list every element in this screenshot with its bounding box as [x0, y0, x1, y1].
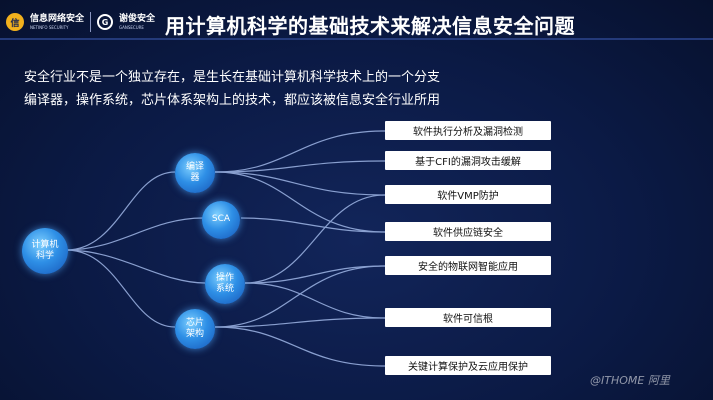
slide-title: 用计算机科学的基础技术来解决信息安全问题: [165, 14, 575, 38]
leaf-cfi-mitigation: 基于CFI的漏洞攻击缓解: [385, 151, 551, 170]
logo-bar: 信 信息网络安全 NETINFO SECURITY G 谢俊安全 GANSECU…: [6, 9, 155, 35]
netinfo-logo-icon: 信: [6, 13, 24, 31]
connector-chip-leaf6: [214, 317, 386, 328]
connector-sca-leaf4: [240, 217, 386, 233]
connector-chip-leaf5: [214, 265, 386, 328]
branch-node-sca: SCA: [202, 201, 240, 239]
gansecure-logo-icon: G: [97, 14, 114, 30]
connector-os-leaf5: [244, 265, 386, 284]
connector-root-compiler: [65, 171, 176, 251]
logo-separator: [90, 12, 92, 32]
connector-chip-leaf7: [214, 326, 386, 367]
leaf-vmp-protection: 软件VMP防护: [385, 185, 551, 204]
connector-os-leaf6: [244, 282, 386, 319]
connector-compiler-leaf4: [214, 171, 386, 233]
gansecure-logo-english: GANSECURE: [119, 24, 144, 30]
intro-line-2: 编译器，操作系统，芯片体系架构上的技术，都应该被信息安全行业所用: [24, 93, 441, 108]
connector-root-os: [65, 249, 206, 284]
root-node-computer-science: 计算机 科学: [22, 228, 68, 274]
netinfo-logo-name: 信息网络安全: [30, 13, 85, 24]
gansecure-logo-text: 谢俊安全 GANSECURE: [119, 13, 156, 30]
connector-compiler-leaf1: [214, 130, 386, 173]
leaf-software-analysis: 软件执行分析及漏洞检测: [385, 121, 551, 140]
header-divider: [0, 38, 713, 40]
connector-compiler-leaf2: [214, 160, 386, 173]
branch-node-compiler: 编译 器: [175, 153, 215, 193]
branch-node-os: 操作 系统: [205, 264, 245, 304]
connector-root-sca: [65, 217, 204, 251]
gansecure-logo-name: 谢俊安全: [119, 13, 156, 24]
connector-compiler-leaf3: [214, 171, 386, 196]
leaf-cloud-protection: 关键计算保护及云应用保护: [385, 356, 551, 375]
netinfo-logo-text: 信息网络安全 NETINFO SECURITY: [30, 13, 85, 30]
watermark: @ITHOME 阿里: [590, 374, 670, 387]
leaf-trusted-root: 软件可信根: [385, 308, 551, 327]
connector-os-leaf3: [244, 194, 386, 284]
connector-root-chip: [65, 249, 176, 328]
netinfo-logo-english: NETINFO SECURITY: [30, 24, 69, 30]
leaf-iot-security: 安全的物联网智能应用: [385, 256, 551, 275]
intro-line-1: 安全行业不是一个独立存在，是生长在基础计算机科学技术上的一个分支: [24, 70, 441, 85]
leaf-supply-chain: 软件供应链安全: [385, 222, 551, 241]
branch-node-chip: 芯片 架构: [175, 309, 215, 349]
